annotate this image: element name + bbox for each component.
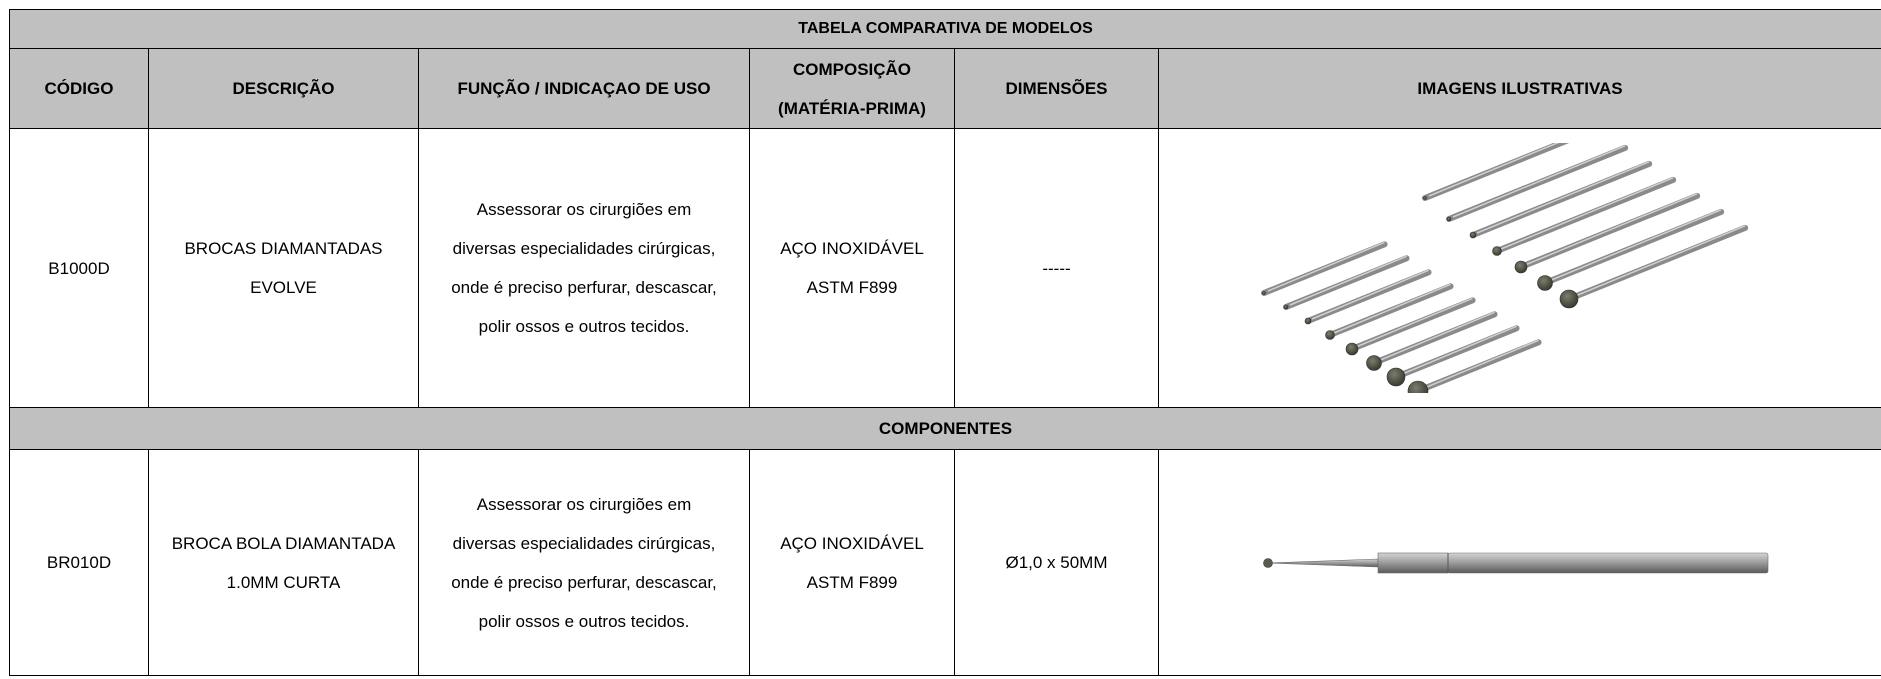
row-imagem — [1157, 128, 1881, 408]
header-descricao: DESCRIÇÃO — [148, 48, 419, 129]
drill-bit — [1514, 192, 1701, 274]
row-descricao-line: 1.0MM CURTA — [226, 572, 341, 592]
comparison-table: TABELA COMPARATIVA DE MODELOS CÓDIGO DES… — [8, 9, 1881, 676]
row-descricao: BROCA BOLA DIAMANTADA 1.0MM CURTA — [148, 449, 419, 676]
table-row: BR010D BROCA BOLA DIAMANTADA 1.0MM CURTA… — [9, 449, 1881, 676]
drill-bit — [1261, 241, 1388, 296]
drill-bit — [1422, 143, 1570, 201]
drill-bit — [1559, 224, 1749, 309]
row-funcao-line: polir ossos e outros tecidos. — [478, 611, 690, 631]
table-row: B1000D BROCAS DIAMANTADAS EVOLVE Assesso… — [9, 128, 1881, 408]
row-composicao-line: AÇO INOXIDÁVEL — [780, 239, 924, 258]
table-title: TABELA COMPARATIVA DE MODELOS — [8, 9, 1881, 49]
row-dimensoes: Ø1,0 x 50MM — [954, 449, 1159, 676]
row-imagem — [1157, 449, 1881, 676]
row-funcao-line: Assessorar os cirurgiões em — [476, 200, 692, 219]
row-composicao-line: ASTM F899 — [806, 572, 898, 592]
drill-bit — [1386, 325, 1520, 387]
row-dimensoes: ----- — [954, 128, 1159, 408]
drill-bit — [1345, 297, 1476, 356]
drill-bit-set-icon — [1261, 143, 1749, 393]
header-dimensoes: DIMENSÕES — [954, 48, 1159, 129]
row-funcao-line: diversas especialidades cirúrgicas, — [452, 239, 716, 258]
header-composicao: COMPOSIÇÃO (MATÉRIA-PRIMA) — [749, 48, 955, 129]
drill-bit — [1325, 283, 1454, 340]
row-codigo-text: BR010D — [46, 553, 112, 572]
header-composicao-line-1: COMPOSIÇÃO — [792, 59, 912, 79]
row-composicao-line: AÇO INOXIDÁVEL — [780, 533, 924, 553]
row-composicao: AÇO INOXIDÁVEL ASTM F899 — [749, 128, 955, 408]
section-title: COMPONENTES — [8, 407, 1881, 450]
drill-bit — [1492, 176, 1677, 256]
drill-bit — [1446, 144, 1629, 222]
row-funcao-line: diversas especialidades cirúrgicas, — [452, 533, 716, 553]
row-funcao: Assessorar os cirurgiões em diversas esp… — [418, 449, 750, 676]
drill-bit — [1407, 339, 1542, 393]
row-descricao-line: BROCAS DIAMANTADAS — [184, 239, 383, 258]
row-funcao: Assessorar os cirurgiões em diversas esp… — [418, 128, 750, 408]
header-funcao: FUNÇÃO / INDICAÇAO DE USO — [418, 48, 750, 129]
row-descricao-line: BROCA BOLA DIAMANTADA — [171, 533, 396, 553]
row-composicao-line: ASTM F899 — [806, 278, 898, 297]
row-funcao-line: polir ossos e outros tecidos. — [478, 317, 690, 336]
drill-bit — [1366, 311, 1498, 371]
drill-bit — [1537, 208, 1725, 291]
row-composicao: AÇO INOXIDÁVEL ASTM F899 — [749, 449, 955, 676]
row-dimensoes-text: Ø1,0 x 50MM — [1005, 553, 1108, 572]
drill-bit-front-group — [1261, 241, 1542, 393]
drill-bit — [1283, 255, 1410, 310]
row-codigo: BR010D — [9, 449, 149, 676]
ball-drill-bit-icon — [1263, 552, 1769, 573]
row-descricao-line: EVOLVE — [250, 278, 317, 297]
drill-bit — [1304, 269, 1432, 325]
row-funcao-line: onde é preciso perfurar, descascar, — [451, 572, 717, 592]
drill-bit-back-group — [1422, 143, 1749, 309]
header-composicao-line-2: (MATÉRIA-PRIMA) — [778, 98, 926, 118]
row-codigo: B1000D — [9, 128, 149, 408]
drill-bit — [1469, 160, 1653, 239]
header-codigo: CÓDIGO — [9, 48, 149, 129]
header-imagens: IMAGENS ILUSTRATIVAS — [1157, 48, 1881, 129]
row-funcao-line: Assessorar os cirurgiões em — [476, 494, 692, 514]
row-descricao: BROCAS DIAMANTADAS EVOLVE — [148, 128, 419, 408]
row-funcao-line: onde é preciso perfurar, descascar, — [451, 278, 717, 297]
